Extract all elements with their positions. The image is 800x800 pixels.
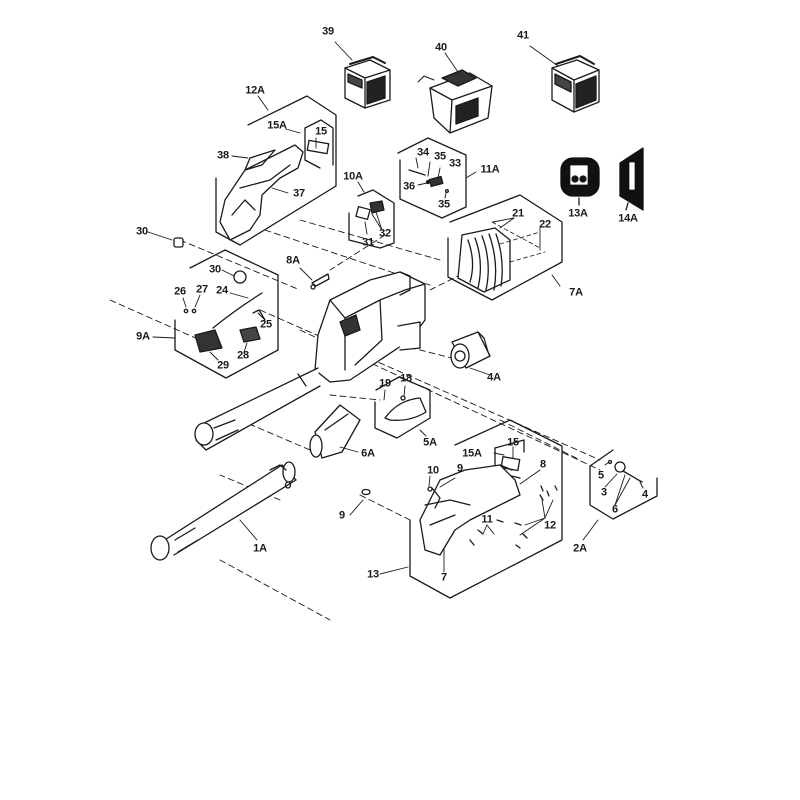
left-housing-37 [219,144,304,241]
kit-11a-outline [397,137,467,219]
kit-5a-outline [374,376,431,439]
part-label-30-inner: 30 [209,263,221,276]
part-label-11: 11 [481,513,493,526]
part-label-18: 18 [400,372,412,385]
part-label-21: 21 [512,207,524,220]
part-label-14a: 14A [618,212,638,225]
part-label-40: 40 [435,41,447,54]
kit-9a-outline [174,249,279,379]
button-30-outer [173,237,184,248]
washer-10 [427,486,433,492]
part-label-19: 19 [379,377,391,390]
battery-39 [344,56,391,109]
blower-tube-upper [194,367,321,451]
part-label-31: 31 [362,236,374,249]
part-label-13: 13 [367,568,379,581]
part-label-33: 33 [449,157,461,170]
part-label-1a: 1A [253,542,267,555]
part-label-38: 38 [217,149,229,162]
part-label-10a: 10A [343,170,363,183]
part-label-39: 39 [322,25,334,38]
part-9-outer [361,488,371,496]
part-label-41: 41 [517,29,529,42]
part-label-10: 10 [427,464,439,477]
part-label-6a: 6A [361,447,375,460]
part-label-4a: 4A [487,371,501,384]
part-label-11a: 11A [480,163,500,176]
part-label-9-outer: 9 [339,509,345,522]
part-label-24: 24 [216,284,228,297]
fan-housing-21 [457,221,546,293]
part-label-5a: 5A [423,436,437,449]
part-label-8: 8 [540,458,546,471]
blower-body [314,271,426,383]
part-label-32: 32 [379,227,391,240]
part-label-12a: 12A [245,84,265,97]
part-label-3: 3 [601,486,607,499]
kit-10a-outline [348,189,395,249]
part-label-28: 28 [237,349,249,362]
part-label-15a-bottom: 15A [462,447,482,460]
part-label-13a: 13A [568,207,588,220]
part-label-27: 27 [196,283,208,296]
part-label-7: 7 [441,571,447,584]
decal-14a [619,147,644,211]
battery-41 [551,55,600,113]
extension-tube-1a [150,461,297,561]
part-label-15-bottom: 15 [507,436,519,449]
handle-8a [310,273,330,290]
part-label-26: 26 [174,285,186,298]
part-label-8a: 8A [286,254,300,267]
part-label-6: 6 [612,503,618,516]
kit-2a-outline [589,449,658,520]
part-label-25: 25 [260,318,272,331]
part-label-22: 22 [539,218,551,231]
charger-40 [417,69,493,134]
part-label-30-outer: 30 [136,225,148,238]
decal-13a [560,157,600,206]
motor-4a [450,331,491,369]
part-label-7a: 7A [569,286,583,299]
kit-7a-outline [447,194,563,301]
part-label-35a: 35 [434,150,446,163]
screws-12 [469,485,558,549]
kit-12a-outline [215,95,337,246]
leader-lines [147,41,644,575]
nozzle-6a [309,404,361,459]
part-label-9-inner: 9 [457,462,463,475]
right-housing-7 [419,464,521,556]
part-label-5: 5 [598,469,604,482]
part-label-2a: 2A [573,542,587,555]
part-label-34: 34 [417,146,429,159]
part-label-36: 36 [403,180,415,193]
part-label-12: 12 [544,519,556,532]
part-label-35b: 35 [438,198,450,211]
part-label-9a: 9A [136,330,150,343]
part-label-29: 29 [217,359,229,372]
part-label-15a-top: 15A [267,119,287,132]
part-label-4: 4 [642,488,648,501]
part-label-37: 37 [293,187,305,200]
part-label-15-top: 15 [315,125,327,138]
